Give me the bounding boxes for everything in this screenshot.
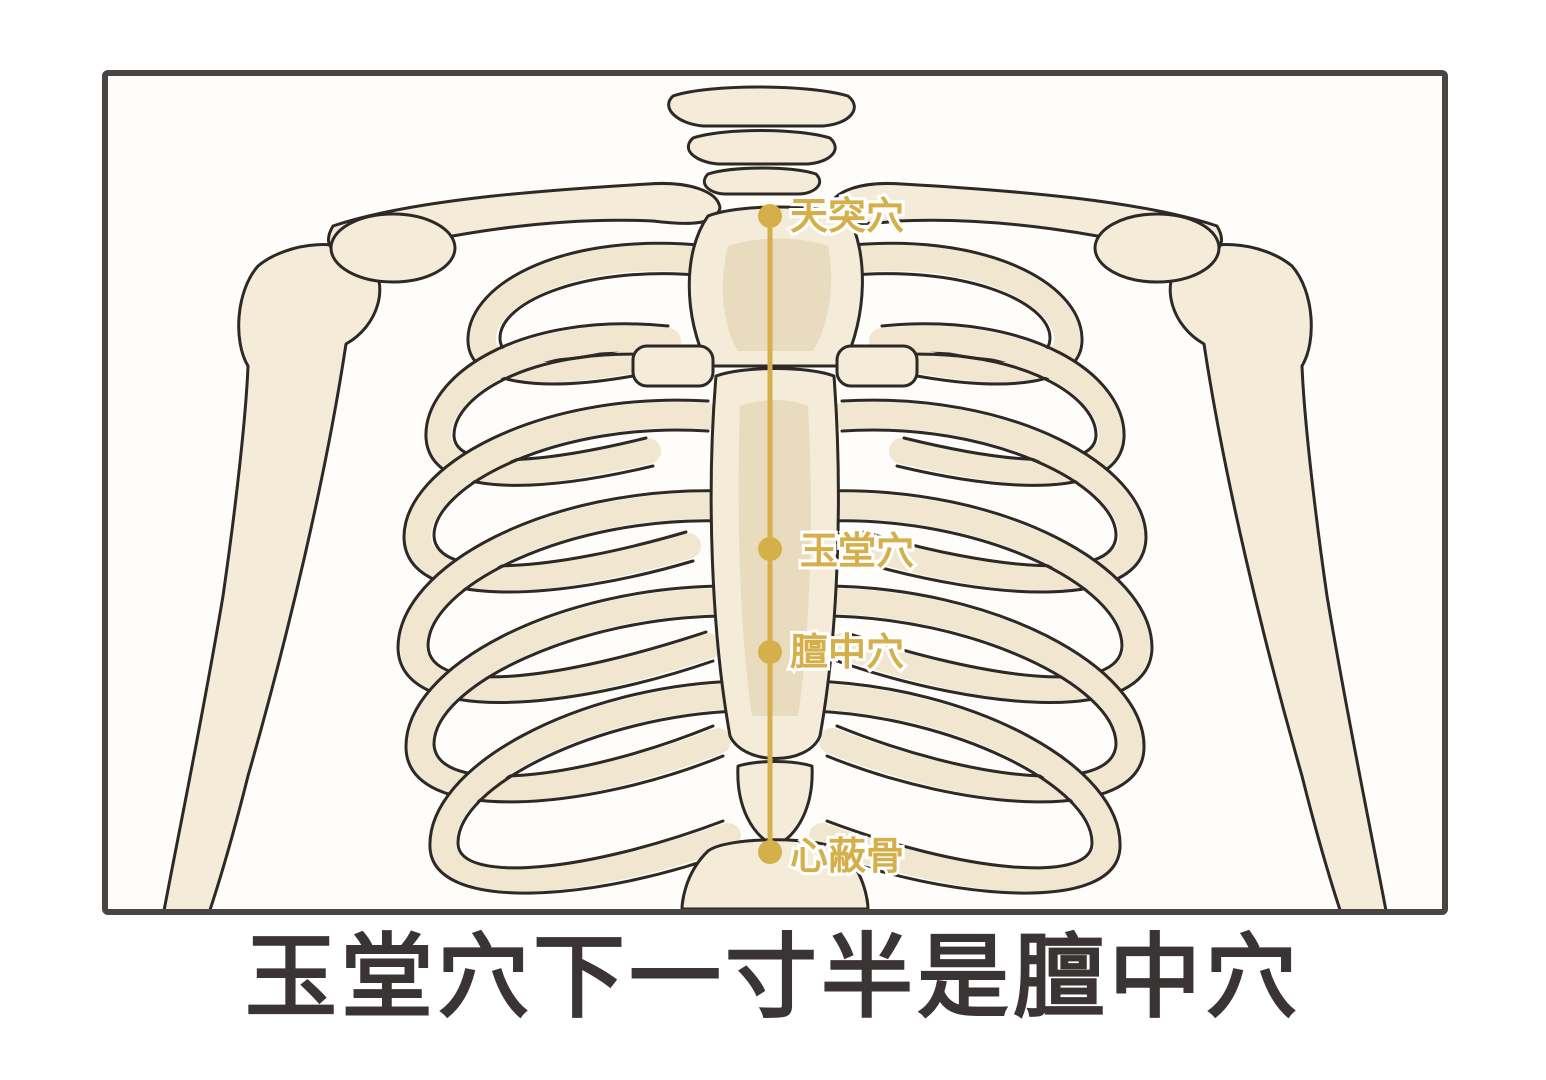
acupoint-yutang-label: 玉堂穴	[800, 529, 914, 573]
acupoint-xinbigu-dot	[758, 840, 782, 864]
right-humerus	[1168, 243, 1388, 909]
acupoint-yutang: 玉堂穴	[758, 526, 917, 576]
cervical-vertebra-3	[702, 166, 822, 196]
illustration-frame: 天突穴 玉堂穴 膻中穴 心蔽骨	[102, 70, 1448, 915]
acupoint-tiantu-label: 天突穴	[790, 194, 904, 238]
costal-cartilage-left	[631, 344, 715, 388]
cervical-vertebra-2	[686, 129, 837, 166]
right-shoulder-joint	[1093, 212, 1221, 284]
abdominal-edge	[680, 838, 870, 909]
acupoint-xinbigu: 心蔽骨	[758, 831, 907, 881]
acupoint-xinbigu-label: 心蔽骨	[790, 834, 904, 878]
skeleton-chest-illustration: 天突穴 玉堂穴 膻中穴 心蔽骨	[162, 85, 1388, 909]
acupoint-tiantu: 天突穴	[758, 191, 907, 241]
acupoint-yutang-dot	[758, 537, 782, 561]
acupoint-danzhong-label: 膻中穴	[790, 630, 904, 674]
right-ribs	[799, 241, 1154, 895]
acupoint-danzhong-dot	[758, 640, 782, 664]
left-ribs	[396, 241, 751, 895]
left-humerus	[162, 243, 382, 909]
costal-cartilage-right	[835, 344, 919, 388]
acupoint-danzhong: 膻中穴	[758, 627, 907, 677]
cervical-vertebra-1	[667, 85, 856, 128]
left-shoulder-joint	[329, 212, 457, 284]
xiphoid-process	[736, 760, 814, 848]
acupoint-tiantu-dot	[758, 204, 782, 228]
caption-title: 玉堂穴下一寸半是膻中穴	[244, 924, 1301, 1031]
